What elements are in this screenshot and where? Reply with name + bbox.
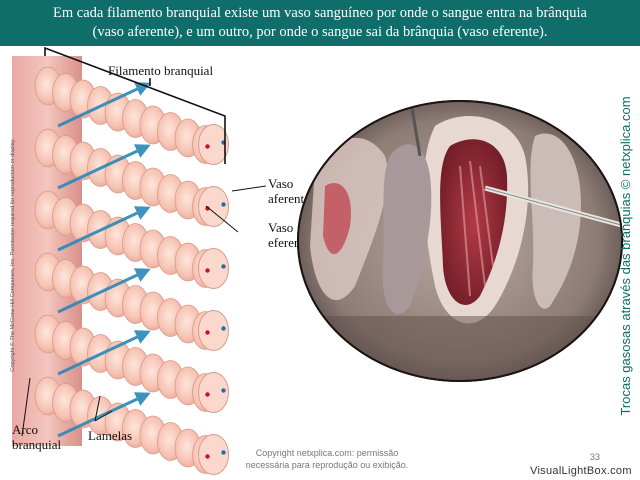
vaso-eferente-dot — [205, 206, 210, 211]
water-flow-arrow — [57, 268, 151, 314]
filament-end — [198, 186, 229, 227]
gill-photo — [297, 100, 623, 382]
water-flow-arrow — [57, 330, 151, 376]
label-filamento-branquial: Filamento branquial — [108, 63, 214, 78]
vaso-aferente-dot — [221, 326, 226, 331]
lamelas-pointer — [94, 395, 113, 422]
vaso-aferente-dot — [221, 264, 226, 269]
footer-copyright: Copyright netxplica.com: permissão neces… — [232, 447, 422, 471]
water-flow-arrow — [57, 82, 151, 128]
label-vaso-aferente: Vaso aferente — [268, 176, 310, 206]
arco-pointer — [21, 377, 31, 437]
footer-copyright-line1: Copyright netxplica.com: permissão — [255, 448, 399, 458]
vaso-eferente-dot — [205, 268, 210, 273]
filaments-group — [34, 66, 229, 475]
label-lamelas: Lamelas — [88, 428, 133, 443]
label-arco-branquial: Arco branquial — [12, 422, 61, 452]
footer-copyright-line2: necessária para reprodução ou exibição. — [245, 460, 409, 470]
vaso-eferente-dot — [205, 330, 210, 335]
side-title: Trocas gasosas através das brânquias © n… — [618, 96, 633, 416]
header-banner: Em cada filamento branquial existe um va… — [0, 0, 640, 46]
vaso-aferente-dot — [221, 202, 226, 207]
vaso-aferente-dot — [221, 388, 226, 393]
brand-link[interactable]: VisualLightBox.com — [530, 465, 632, 477]
label-vaso-aferente-line2: aferente — [268, 191, 310, 206]
header-line-1: Em cada filamento branquial existe um va… — [53, 5, 587, 21]
water-flow-arrow — [57, 392, 151, 438]
label-vaso-aferente-line1: Vaso — [268, 176, 294, 191]
flow-arrows-group — [57, 82, 151, 438]
mcgraw-copyright: Copyright © The McGraw-Hill Companies, I… — [10, 138, 16, 372]
filament-end — [198, 434, 229, 475]
page-number: 33 — [590, 452, 601, 462]
label-arco-line1: Arco — [12, 422, 38, 437]
label-vaso-eferente-line1: Vaso — [268, 220, 294, 235]
filament-end — [198, 310, 229, 351]
water-flow-arrow — [57, 206, 151, 252]
filament-end — [198, 372, 229, 413]
aferente-pointer — [231, 185, 267, 192]
label-arco-line2: branquial — [12, 437, 62, 452]
vaso-eferente-dot — [205, 144, 210, 149]
vaso-aferente-dot — [221, 450, 226, 455]
vaso-eferente-dot — [205, 454, 210, 459]
header-line-2: (vaso aferente), e um outro, por onde o … — [92, 24, 548, 40]
gill-diagram — [12, 46, 267, 475]
eferente-pointer — [205, 205, 239, 233]
filament-bracket — [44, 46, 226, 164]
water-flow-arrow — [57, 144, 151, 190]
vaso-eferente-dot — [205, 392, 210, 397]
filament-end — [198, 124, 229, 165]
filament-end — [198, 248, 229, 289]
